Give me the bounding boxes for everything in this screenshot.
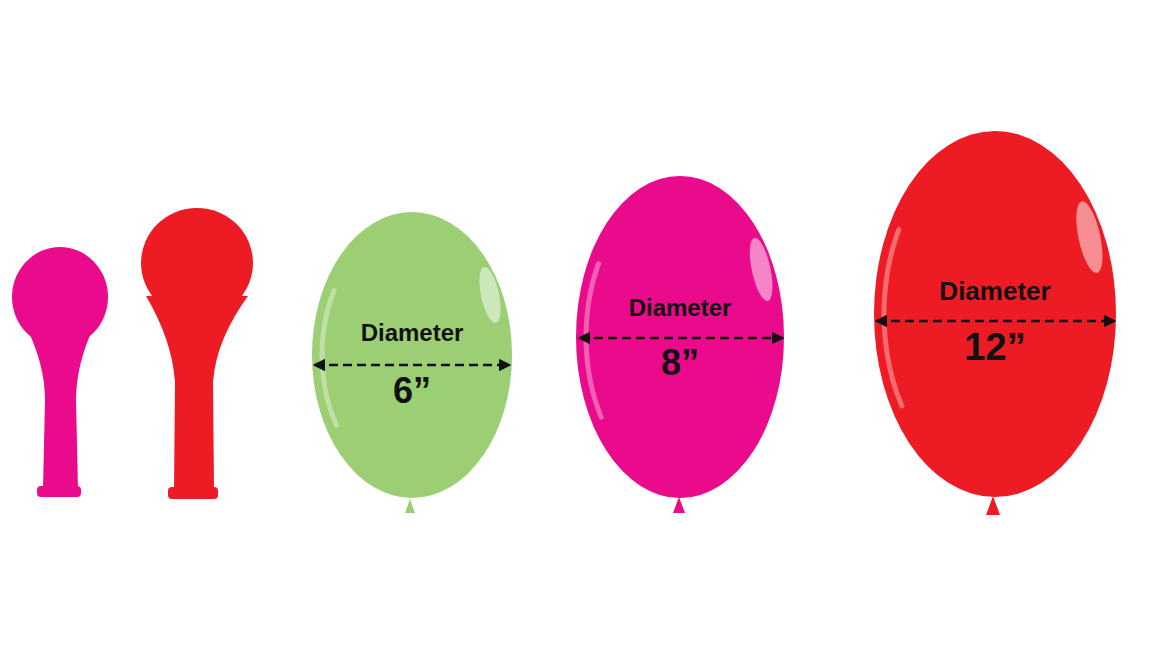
balloon-neck	[26, 326, 94, 489]
balloon-highlight	[322, 291, 336, 426]
dimension-label: Diameter	[939, 278, 1050, 304]
balloon-body	[312, 212, 512, 498]
balloon-lip	[168, 487, 218, 499]
dimension-value: 12”	[964, 328, 1025, 366]
balloon-shape	[312, 212, 512, 498]
balloon-highlight	[884, 230, 902, 407]
dimension-value: 8”	[661, 345, 699, 381]
balloon-body	[874, 131, 1116, 497]
balloon-knot	[986, 496, 1000, 515]
dimension-label: Diameter	[629, 296, 732, 320]
balloon-shape	[576, 176, 784, 498]
balloon-highlight	[586, 264, 601, 418]
inflated-balloon: Diameter 12”	[874, 131, 1116, 497]
dimension-label: Diameter	[361, 321, 464, 345]
dimension-line	[580, 337, 782, 340]
balloon-neck	[146, 296, 248, 490]
deflated-red-balloon	[141, 208, 253, 499]
dimension-line	[315, 364, 509, 367]
dimension-line	[877, 320, 1114, 323]
inflated-balloon: Diameter 6”	[312, 212, 512, 498]
inflated-balloon: Diameter 8”	[576, 176, 784, 498]
balloon-knot	[673, 497, 685, 513]
balloon-lip	[37, 486, 81, 497]
balloon-shine	[745, 236, 777, 303]
balloon-body	[576, 176, 784, 498]
balloon-shine	[1071, 199, 1108, 275]
balloon-knot	[405, 499, 415, 513]
balloon-shape	[874, 131, 1116, 497]
balloon-shine	[475, 265, 504, 325]
deflated-pink-balloon	[12, 247, 108, 497]
dimension-value: 6”	[393, 373, 431, 409]
